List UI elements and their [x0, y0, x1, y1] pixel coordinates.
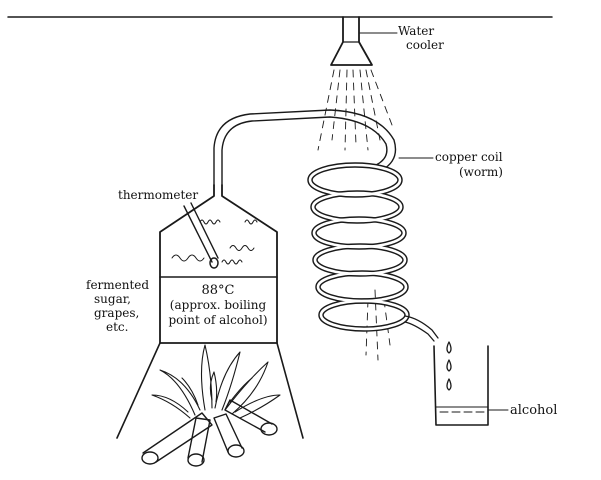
alcohol-label: alcohol [510, 403, 557, 418]
copper-coil-label-line2: (worm) [459, 165, 503, 179]
thermometer-label: thermometer [118, 188, 198, 202]
water-cooler-label-line1: Water [398, 24, 434, 38]
fermented-label-line3: grapes, [94, 306, 139, 320]
boiling-point-label-line1: (approx. boiling [170, 298, 267, 312]
fire-stand [116, 342, 304, 439]
copper-coil [213, 109, 439, 342]
fermented-label-line2: sugar, [94, 292, 131, 306]
water-cooler [330, 16, 373, 66]
still [159, 184, 278, 344]
fermented-label-line4: etc. [106, 320, 128, 334]
flames [151, 344, 281, 419]
alcohol-liquid [435, 406, 489, 413]
alcohol-drops [446, 341, 452, 391]
fermented-label-line1: fermented [86, 278, 149, 292]
collection-beaker [433, 345, 489, 426]
vapor-squiggles [171, 219, 258, 265]
boiling-point-label-line2: point of alcohol) [169, 313, 268, 327]
temperature-label: 88°C [202, 283, 235, 298]
copper-coil-label-line1: copper coil [435, 150, 503, 164]
logs [141, 399, 278, 467]
water-spray [317, 69, 393, 361]
water-cooler-label-line2: cooler [406, 38, 444, 52]
thermometer [183, 202, 219, 269]
